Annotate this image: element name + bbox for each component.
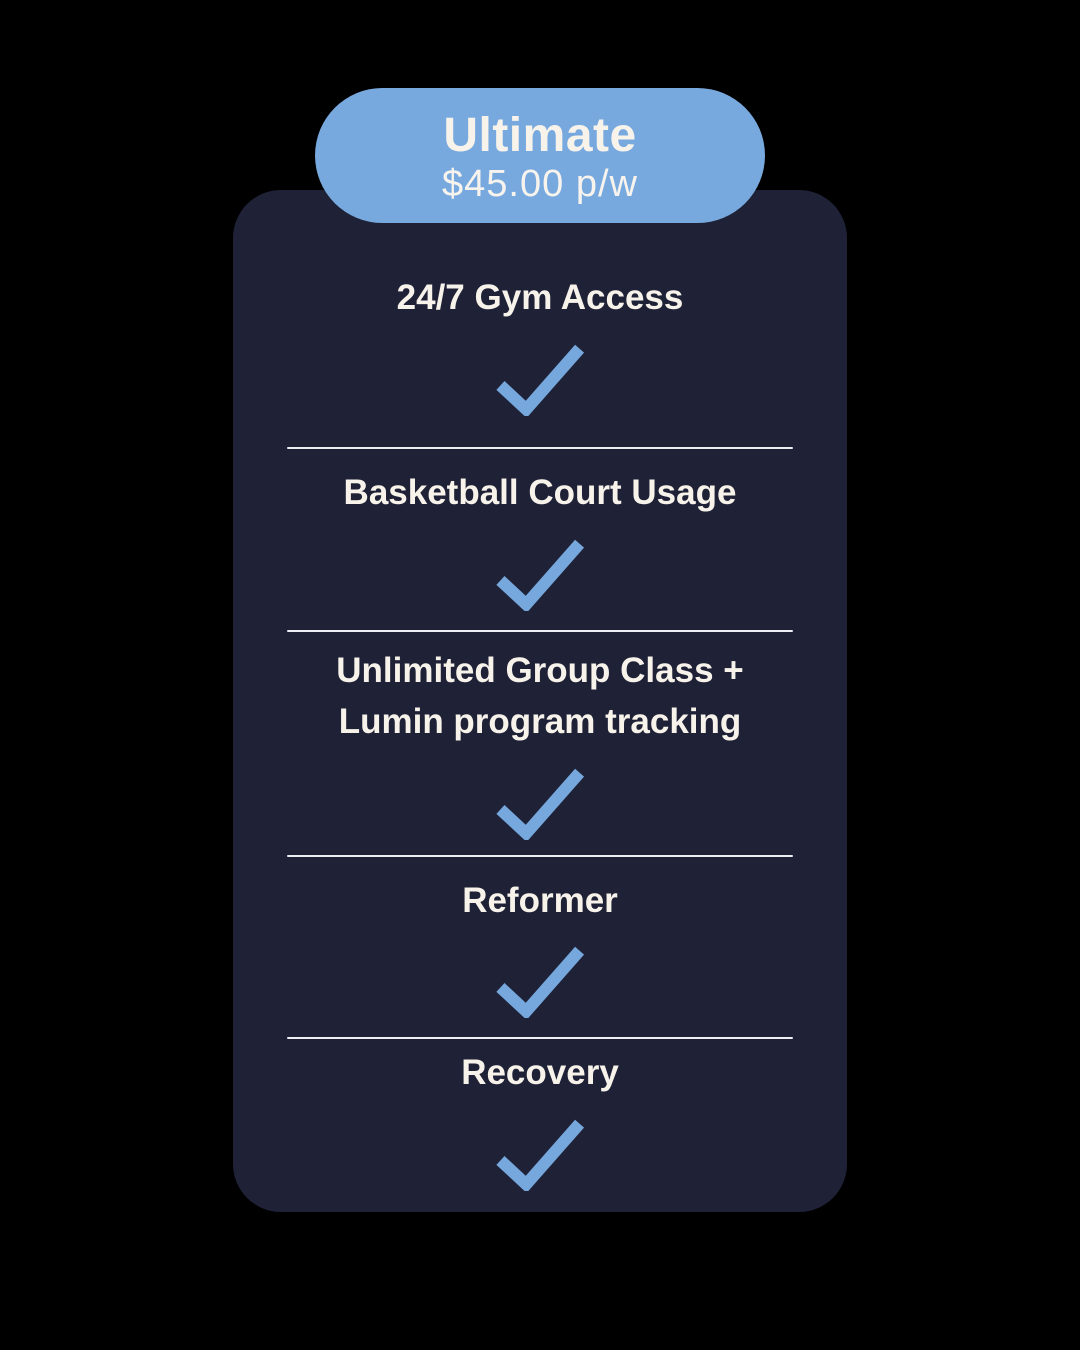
feature-label: Recovery bbox=[461, 1053, 619, 1093]
feature-label: Unlimited Group Class + Lumin program tr… bbox=[336, 651, 744, 742]
feature-label: 24/7 Gym Access bbox=[396, 278, 684, 318]
feature-item: Recovery bbox=[287, 1039, 793, 1200]
feature-divider bbox=[287, 854, 793, 857]
feature-label: Reformer bbox=[462, 880, 618, 920]
check-icon bbox=[496, 947, 585, 1019]
feature-divider bbox=[287, 447, 793, 450]
feature-item: 24/7 Gym Access bbox=[287, 228, 793, 447]
feature-list: 24/7 Gym Access Basketball Court Usage U… bbox=[233, 190, 847, 1212]
check-icon bbox=[496, 344, 585, 416]
feature-divider bbox=[287, 629, 793, 632]
plan-price: $45.00 p/w bbox=[442, 162, 638, 205]
feature-item: Reformer bbox=[287, 857, 793, 1037]
check-icon bbox=[496, 539, 585, 611]
feature-label: Basketball Court Usage bbox=[343, 472, 737, 512]
check-icon bbox=[496, 1119, 585, 1191]
plan-header-pill: Ultimate $45.00 p/w bbox=[315, 88, 765, 223]
plan-card: 24/7 Gym Access Basketball Court Usage U… bbox=[233, 190, 847, 1212]
check-icon bbox=[496, 768, 585, 840]
feature-item: Basketball Court Usage bbox=[287, 449, 793, 629]
plan-name: Ultimate bbox=[443, 108, 637, 162]
feature-divider bbox=[287, 1037, 793, 1040]
feature-item: Unlimited Group Class + Lumin program tr… bbox=[287, 632, 793, 855]
